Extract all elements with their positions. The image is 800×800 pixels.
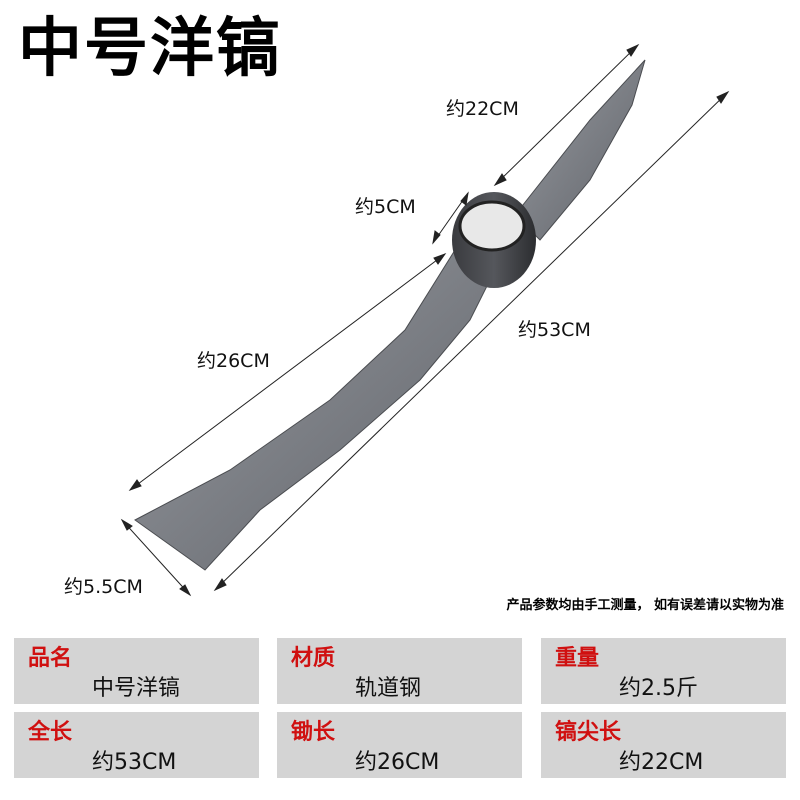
spec-card-total-length: 全长 约53CM	[14, 712, 259, 778]
spec-value: 约26CM	[355, 750, 440, 775]
spec-card-weight: 重量 约2.5斤	[541, 638, 786, 704]
spec-label: 重量	[555, 646, 600, 671]
spec-label: 锄长	[291, 720, 336, 745]
spec-label: 镐尖长	[555, 720, 622, 745]
spec-value: 约22CM	[619, 750, 704, 775]
dim-blade-width: 约5.5CM	[64, 576, 143, 598]
spec-value: 约53CM	[92, 750, 177, 775]
dim-total-length: 约53CM	[518, 319, 591, 341]
spec-card-pick-length: 镐尖长 约22CM	[541, 712, 786, 778]
pick-spike	[514, 59, 646, 241]
spec-value: 中号洋镐	[92, 676, 181, 701]
product-title: 中号洋镐	[18, 12, 282, 86]
spec-label: 全长	[28, 720, 73, 745]
dim-eye-diameter: 约5CM	[355, 196, 416, 218]
spec-value: 轨道钢	[355, 676, 422, 701]
measurement-note: 产品参数均由手工测量， 如有误差请以实物为准	[506, 598, 784, 613]
spec-value: 约2.5斤	[619, 676, 698, 701]
spec-label: 材质	[291, 646, 336, 671]
pickaxe-illustration	[120, 43, 730, 597]
dim-hoe-length: 约26CM	[197, 350, 270, 372]
dimension-lines	[120, 43, 730, 597]
spec-card-hoe-length: 锄长 约26CM	[277, 712, 522, 778]
dim-pick-length: 约22CM	[446, 98, 519, 120]
hoe-blade	[134, 249, 496, 571]
spec-card-material: 材质 轨道钢	[277, 638, 522, 704]
spec-label: 品名	[28, 646, 73, 671]
eye-socket-hole	[458, 200, 526, 252]
spec-card-name: 品名 中号洋镐	[14, 638, 259, 704]
